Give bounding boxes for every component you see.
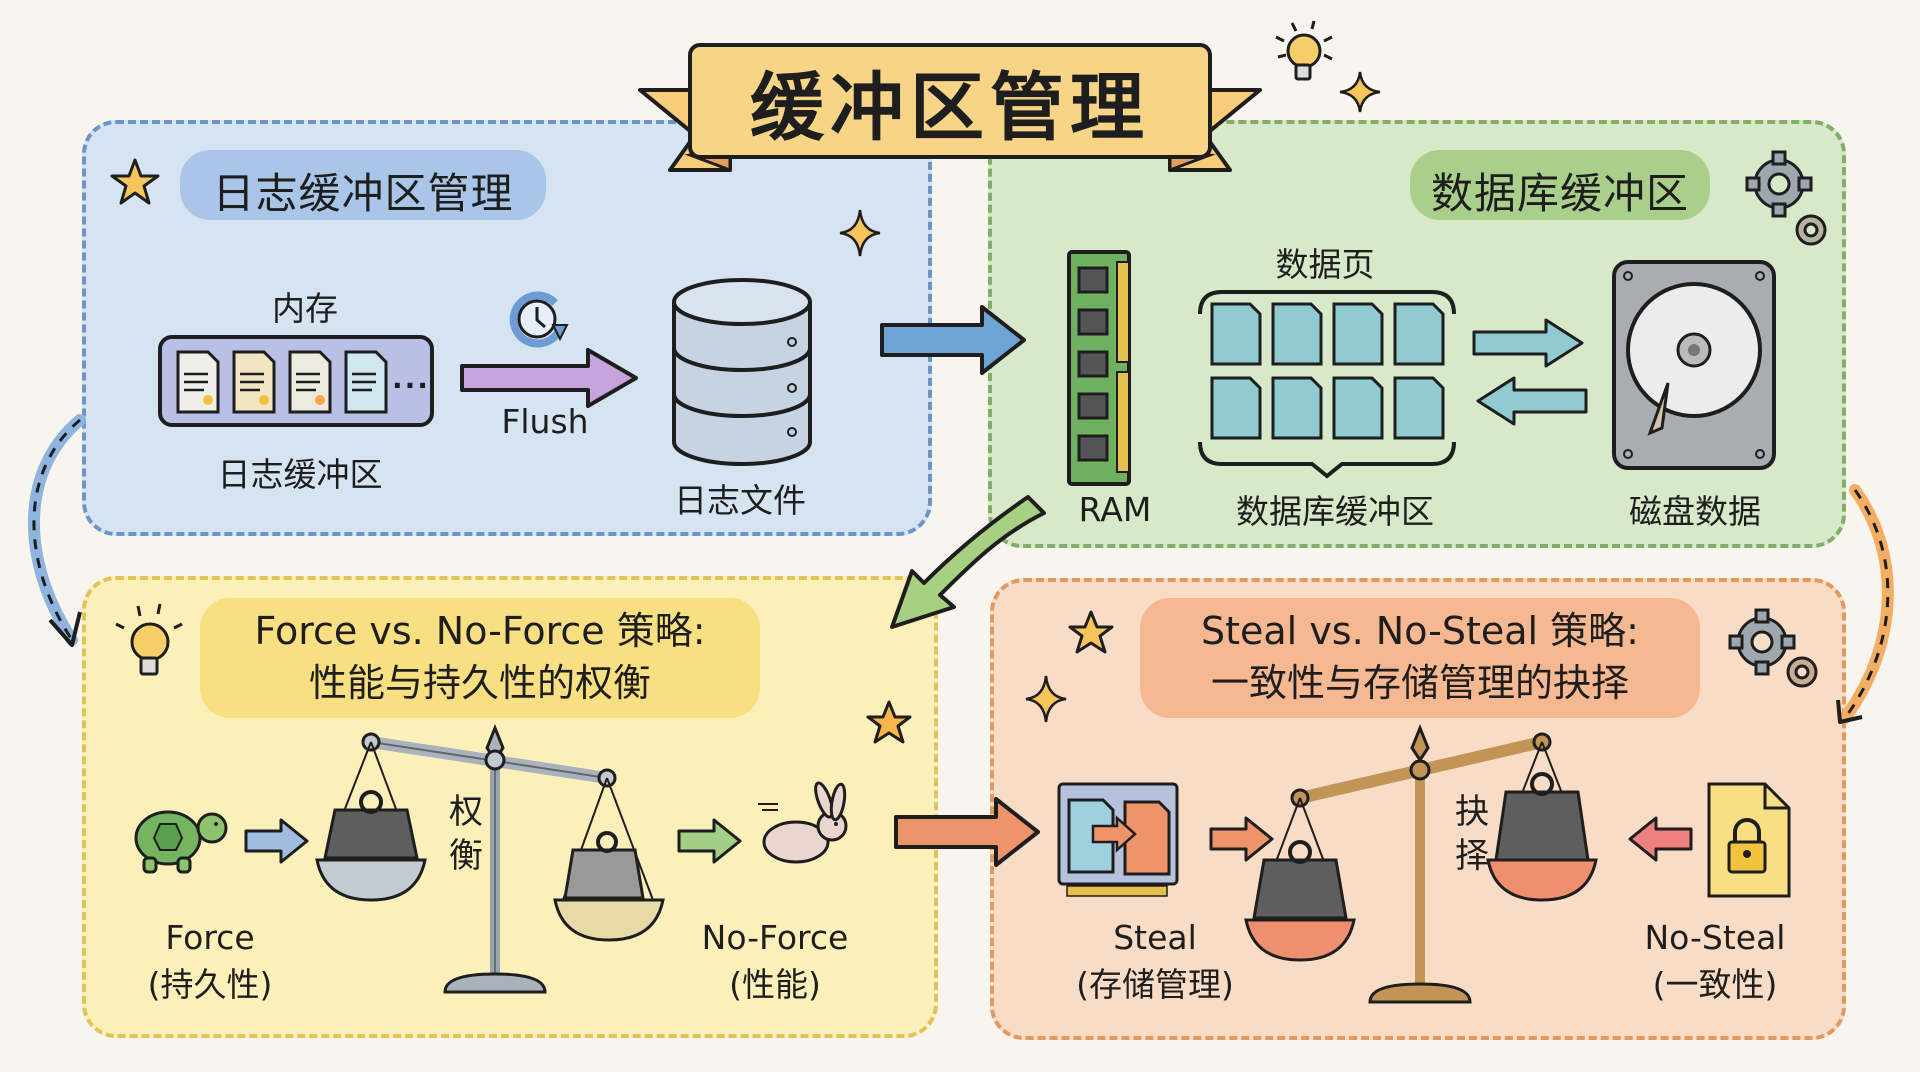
choice-label: 抉择 [1455,792,1489,876]
force-label: Force [165,918,255,957]
title-banner [638,43,1262,173]
flush-arrow [460,348,638,408]
balance-scale-icon [315,723,665,994]
balance-scale-icon [1244,723,1598,1004]
db-buffer-heading: 数据库缓冲区 [1430,169,1689,218]
star-icon [1068,610,1114,654]
no-force-label: No-Force [701,918,849,957]
turtle-icon [134,810,228,874]
steal-heading-pill [1140,598,1700,718]
log-record-icon [176,350,220,414]
steal-heading-line2: 一致性与存储管理的抉择 [1210,661,1629,705]
db-buffer-label: 数据库缓冲区 [1236,492,1434,531]
gear-icon [1728,608,1818,688]
steal-heading-line1: Steal vs. No-Steal 策略: [1201,609,1639,653]
lightbulb-icon [1275,20,1333,81]
force-heading-line2: 性能与持久性的权衡 [308,661,651,705]
flush-label: Flush [501,402,589,441]
log-buffer-label: 日志缓冲区 [217,455,383,494]
more-records-ellipsis: ... [392,362,430,395]
clock-refresh-icon [509,291,569,348]
arrow-icon [1209,816,1274,862]
page-title: 缓冲区管理 [750,65,1150,151]
locked-file-icon [1707,782,1791,898]
force-heading-line1: Force vs. No-Force 策略: [254,609,706,653]
log-buffer-heading: 日志缓冲区管理 [212,169,514,218]
log-file-label: 日志文件 [674,481,806,520]
log-record-icon [232,350,276,414]
sparkle-icon [839,209,881,257]
log-records [176,350,388,414]
arrow-db-to-force [890,495,1046,629]
rabbit-icon [758,781,848,864]
arrow-icon [677,818,742,864]
no-steal-sub-label: (一致性) [1652,965,1778,1004]
log-heading-pill [180,150,546,220]
arrow-icon [244,818,309,864]
ram-label: RAM [1078,490,1152,529]
db-heading-pill [1410,150,1710,220]
gear-icon [1745,150,1827,246]
memory-swap-icon [1057,782,1179,897]
write-to-disk-arrow [1472,318,1584,368]
arrow-icon [1628,816,1693,862]
steal-sub-label: (存储管理) [1076,965,1234,1004]
arrow-force-to-steal [894,797,1040,867]
database-icon [672,278,812,466]
hard-disk-icon [1612,260,1776,470]
no-steal-label: No-Steal [1644,918,1786,957]
ram-stick-icon [1067,250,1131,486]
tradeoff-label: 权衡 [449,792,483,876]
arrow-log-to-db [880,305,1026,375]
sparkle-icon [1339,71,1381,113]
sparkle-icon [1025,675,1067,723]
memory-label: 内存 [272,289,338,328]
force-heading-pill [200,598,760,718]
data-pages-grid [1198,290,1456,479]
data-pages-label: 数据页 [1275,245,1375,284]
star-icon [110,158,160,205]
log-record-icon [288,350,332,414]
log-record-icon [344,350,388,414]
no-force-sub-label: (性能) [729,965,821,1004]
force-sub-label: (持久性) [147,965,273,1004]
disk-data-label: 磁盘数据 [1629,492,1761,531]
read-from-disk-arrow [1476,376,1588,426]
star-icon [866,700,912,744]
steal-label: Steal [1113,918,1197,957]
lightbulb-icon [115,603,183,676]
